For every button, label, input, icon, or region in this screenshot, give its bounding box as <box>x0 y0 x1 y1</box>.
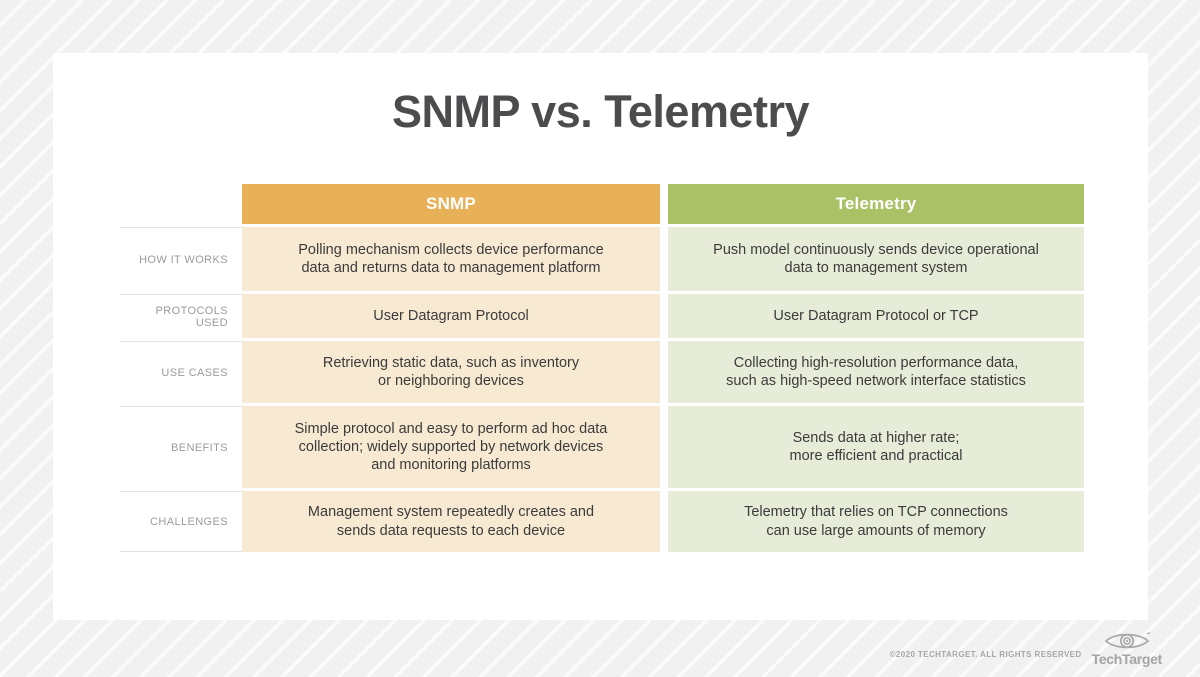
table-header-row: SNMP Telemetry <box>120 184 1084 224</box>
snmp-cell: User Datagram Protocol <box>242 294 660 338</box>
table-row-use-cases: USE CASES Retrieving static data, such a… <box>120 341 1084 403</box>
column-gap <box>660 491 668 552</box>
column-gap <box>660 227 668 291</box>
eye-bullseye-icon <box>1104 631 1151 649</box>
snmp-cell: Retrieving static data, such as inventor… <box>242 341 660 403</box>
table-row-protocols-used: PROTOCOLS USED User Datagram Protocol Us… <box>120 294 1084 338</box>
column-header-snmp: SNMP <box>242 184 660 224</box>
row-label: BENEFITS <box>120 406 242 488</box>
techtarget-logo: TechTarget <box>1092 630 1162 667</box>
telemetry-cell: Collecting high-resolution performance d… <box>668 341 1084 403</box>
telemetry-cell: Telemetry that relies on TCP connections… <box>668 491 1084 552</box>
row-label: PROTOCOLS USED <box>120 294 242 338</box>
snmp-cell: Polling mechanism collects device perfor… <box>242 227 660 291</box>
copyright-text: ©2020 TECHTARGET. ALL RIGHTS RESERVED <box>889 650 1082 659</box>
column-gap <box>660 294 668 338</box>
telemetry-cell: Sends data at higher rate; more efficien… <box>668 406 1084 488</box>
snmp-cell: Simple protocol and easy to perform ad h… <box>242 406 660 488</box>
table-row-challenges: CHALLENGES Management system repeatedly … <box>120 491 1084 552</box>
row-label: HOW IT WORKS <box>120 227 242 291</box>
column-gap <box>660 406 668 488</box>
column-gap <box>660 184 668 224</box>
telemetry-cell: Push model continuously sends device ope… <box>668 227 1084 291</box>
content-card: SNMP vs. Telemetry SNMP Telemetry HOW IT… <box>53 53 1148 620</box>
table-row-how-it-works: HOW IT WORKS Polling mechanism collects … <box>120 227 1084 291</box>
comparison-table: SNMP Telemetry HOW IT WORKS Polling mech… <box>120 184 1084 552</box>
column-gap <box>660 341 668 403</box>
row-label: CHALLENGES <box>120 491 242 552</box>
page-title: SNMP vs. Telemetry <box>391 86 810 137</box>
techtarget-wordmark: TechTarget <box>1091 651 1163 667</box>
column-header-telemetry: Telemetry <box>668 184 1084 224</box>
row-label: USE CASES <box>120 341 242 403</box>
footer: ©2020 TECHTARGET. ALL RIGHTS RESERVED Te… <box>890 630 1162 667</box>
telemetry-cell: User Datagram Protocol or TCP <box>668 294 1084 338</box>
table-row-benefits: BENEFITS Simple protocol and easy to per… <box>120 406 1084 488</box>
header-corner-spacer <box>120 184 242 224</box>
snmp-cell: Management system repeatedly creates and… <box>242 491 660 552</box>
